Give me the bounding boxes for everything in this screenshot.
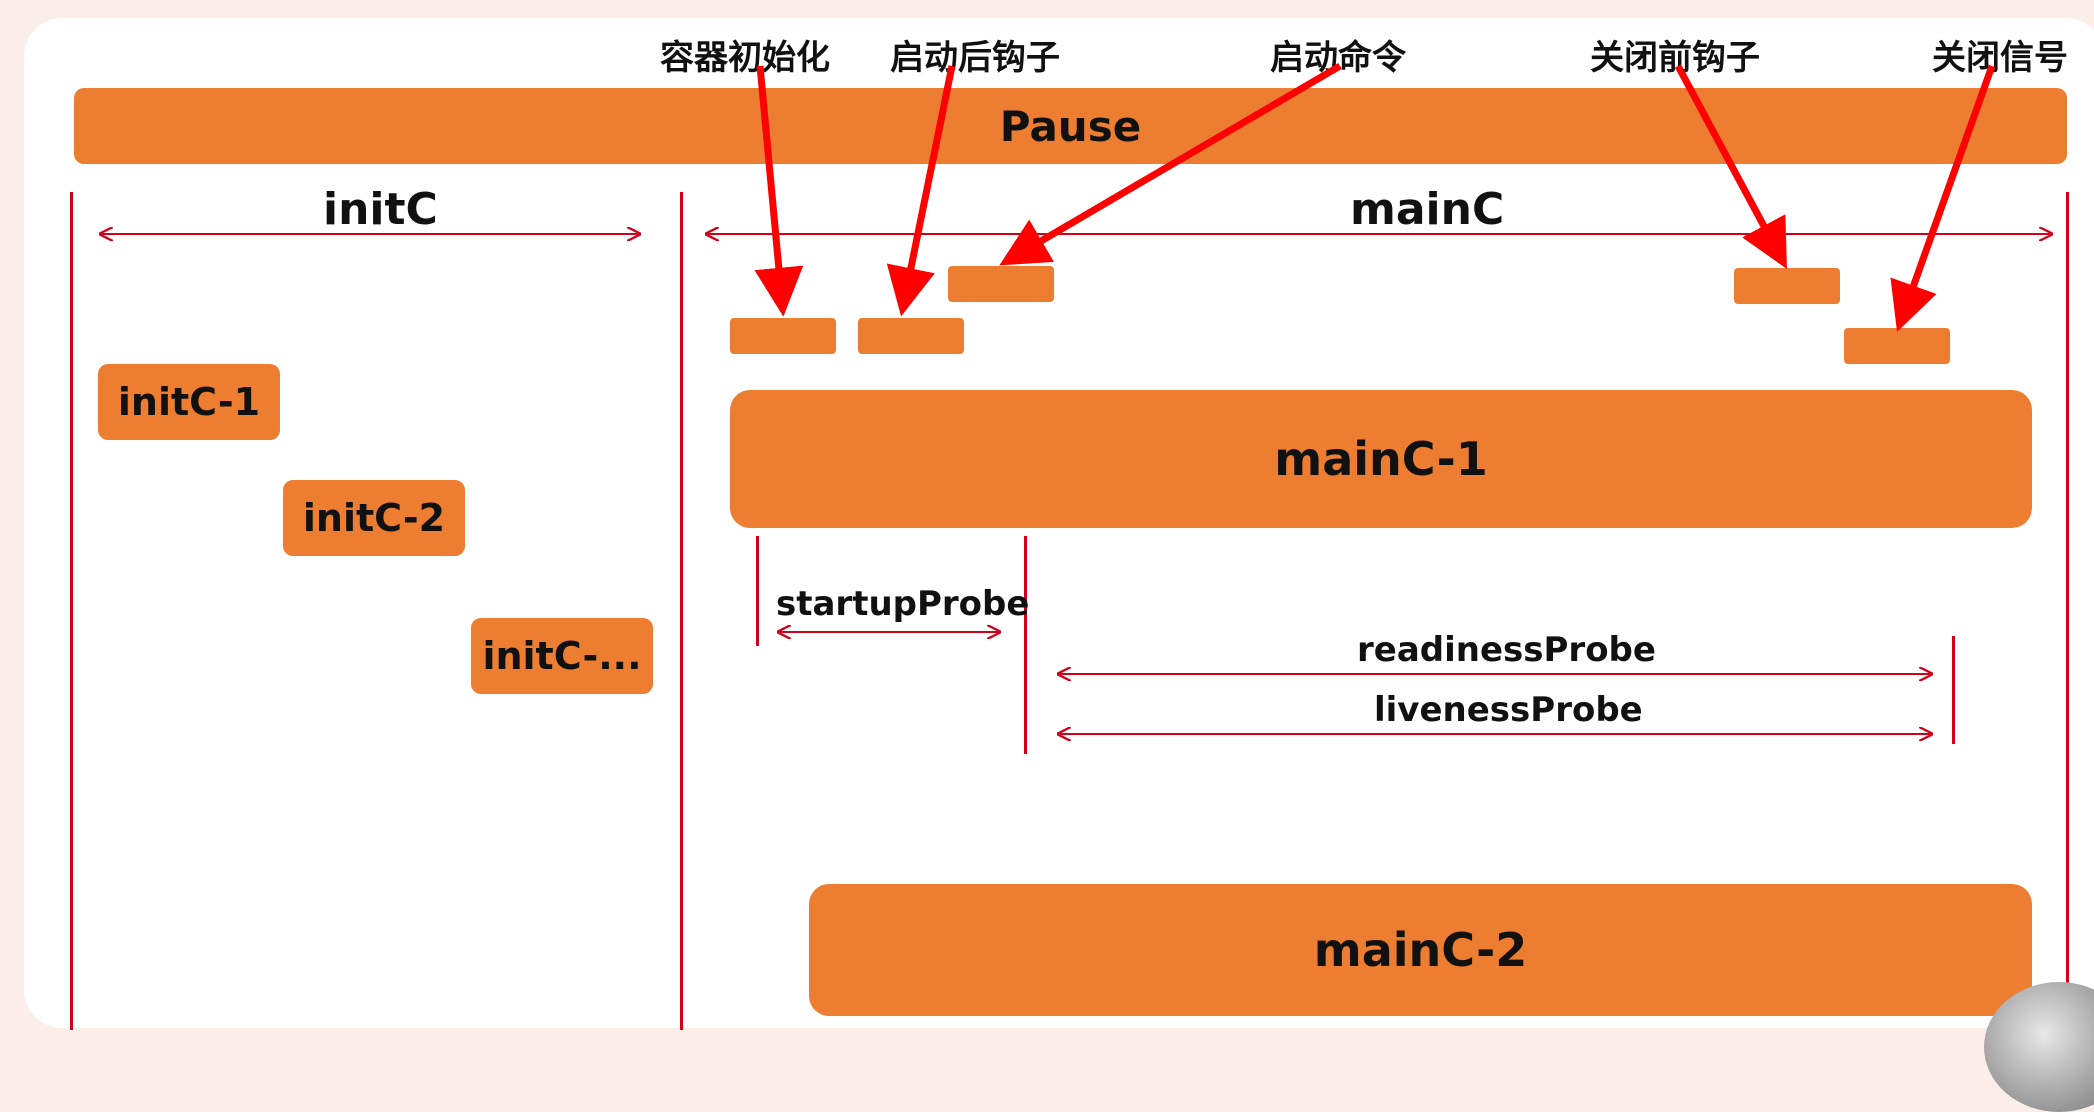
mainc-section-label: mainC: [1350, 184, 1505, 235]
initc-left-line: [70, 192, 73, 1030]
initc-1-bar: initC-1: [98, 364, 280, 440]
initc-more-bar: initC-...: [471, 618, 653, 694]
readiness-probe-label: readinessProbe: [1357, 630, 1656, 670]
startup-right-line: [1024, 536, 1027, 754]
pause-bar: Pause: [74, 88, 2067, 164]
pre-stop-hook-bar: [1734, 268, 1840, 304]
label-pre-stop-hook: 关闭前钩子: [1590, 38, 1760, 78]
label-container-init: 容器初始化: [660, 38, 830, 78]
startup-probe-label: startupProbe: [776, 584, 1030, 624]
mainc-right-line: [2066, 192, 2069, 1030]
mainc-1-bar: mainC-1: [730, 390, 2032, 528]
liveness-probe-label: livenessProbe: [1374, 690, 1643, 730]
label-start-command: 启动命令: [1270, 38, 1406, 78]
label-stop-signal: 关闭信号: [1932, 38, 2068, 78]
initc-section-label: initC: [323, 184, 438, 235]
label-post-start-hook: 启动后钩子: [890, 38, 1060, 78]
container-init-bar: [730, 318, 836, 354]
probe-end-line: [1952, 636, 1955, 744]
startup-left-line: [756, 536, 759, 646]
initc-2-bar: initC-2: [283, 480, 465, 556]
start-command-bar: [948, 266, 1054, 302]
initc-right-line: [680, 192, 683, 1030]
mainc-2-bar: mainC-2: [809, 884, 2032, 1016]
post-start-hook-bar: [858, 318, 964, 354]
stop-signal-bar: [1844, 328, 1950, 364]
